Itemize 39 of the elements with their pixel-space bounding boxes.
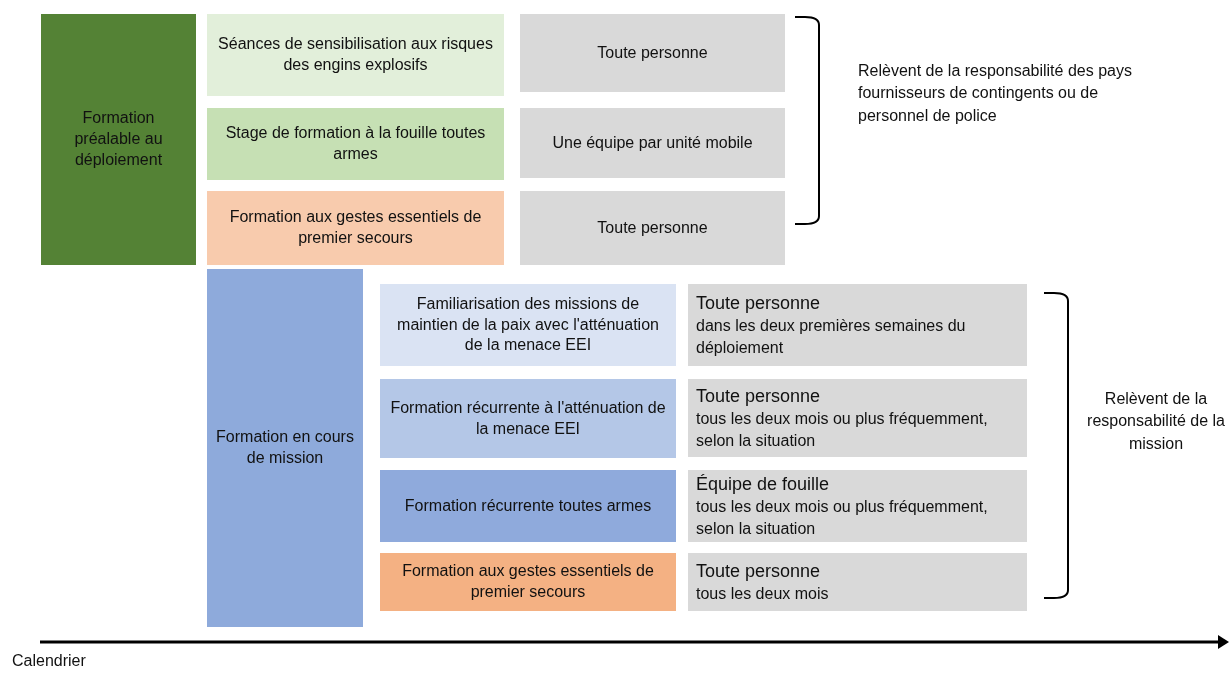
training-box — [41, 14, 196, 265]
box-text: Une équipe par unité mobile — [552, 132, 753, 153]
frequency-text: tous les deux mois ou plus fréquemment, selon la situation — [696, 497, 989, 539]
training-box — [207, 269, 363, 627]
note-text: Relèvent de la responsabilité de la mission — [1086, 389, 1226, 454]
audience-box — [688, 284, 1027, 366]
audience-label: Équipe de fouille — [696, 472, 830, 496]
box-text: Formation préalable au déploiement — [73, 108, 164, 170]
training-box — [380, 379, 676, 458]
audience-box — [688, 470, 1027, 542]
audience-box — [520, 191, 785, 265]
box-text: Formation aux gestes essentiels de premier secours — [228, 207, 483, 248]
box-text: Séances de sensibilisation aux risques des engins explosifs — [217, 34, 494, 75]
audience-label: Toute personne — [696, 559, 821, 583]
training-box — [380, 284, 676, 366]
note-text: Calendrier — [12, 651, 87, 671]
box-text: Formation en cours de mission — [215, 427, 355, 468]
training-box — [207, 14, 504, 96]
box-text: Formation récurrente toutes armes — [404, 495, 652, 516]
training-box — [380, 553, 676, 611]
training-box — [207, 108, 504, 180]
audience-box — [688, 553, 1027, 611]
note-text: Relèvent de la responsabilité des pays fournisseurs de contingents ou de personnel de police — [858, 61, 1133, 126]
audience-box — [688, 379, 1027, 457]
frequency-text: dans les deux premières semaines du déploiement — [696, 316, 967, 358]
audience-box — [520, 14, 785, 92]
audience-label: Toute personne — [696, 291, 821, 315]
box-text: Toute personne — [597, 217, 708, 238]
audience-box — [520, 108, 785, 178]
box-text: Formation aux gestes essentiels de premier secours — [401, 561, 655, 602]
box-text: Stage de formation à la fouille toutes armes — [224, 123, 487, 164]
audience-label: Toute personne — [696, 384, 821, 408]
box-text: Formation récurrente à l'atténuation de la menace EEI — [389, 397, 667, 439]
box-text: Familiarisation des missions de maintien de la paix avec l'atténuation de la menace EEI — [396, 293, 660, 356]
frequency-text: tous les deux mois ou plus fréquemment, selon la situation — [696, 409, 989, 451]
training-box — [207, 191, 504, 265]
box-text: Toute personne — [597, 42, 708, 63]
training-box — [380, 470, 676, 542]
frequency-text: tous les deux mois — [696, 583, 829, 604]
